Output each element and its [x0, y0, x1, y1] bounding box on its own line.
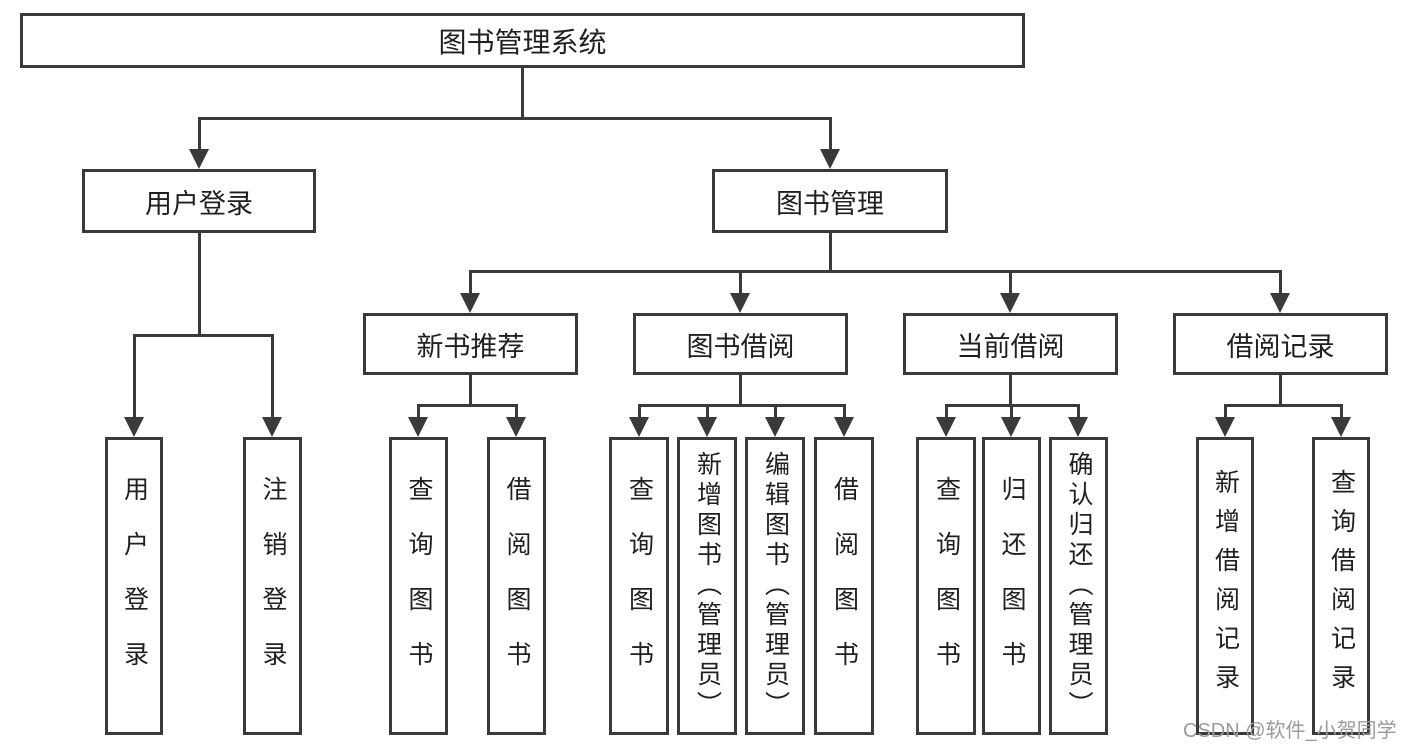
- connector-bookmgmt-trunk: [829, 233, 832, 272]
- connector-stub: [271, 334, 274, 419]
- arrowhead: [460, 293, 480, 313]
- connector-stub: [945, 404, 948, 419]
- node-label: 新书推荐: [416, 331, 525, 362]
- node-label: 图书管理: [776, 188, 884, 219]
- connector-root-trunk: [521, 68, 524, 119]
- leaf-newbook-query-books: 查询图书: [389, 437, 448, 735]
- connector-bookmgmt-crossbar: [469, 270, 1281, 273]
- node-label: 图书管理系统: [438, 26, 607, 58]
- connector-stub: [843, 404, 846, 419]
- leaf-label: 借阅图书: [503, 476, 531, 696]
- leaf-label: 查询图书: [405, 476, 433, 696]
- arrowhead: [834, 417, 854, 437]
- connector-stub: [1279, 270, 1282, 295]
- connector-stub: [1010, 404, 1013, 419]
- leaf-label: 归还图书: [998, 476, 1026, 696]
- leaf-label: 借阅图书: [830, 476, 859, 696]
- node-borrowing-records: 借阅记录: [1173, 313, 1388, 375]
- node-label: 借阅记录: [1226, 331, 1335, 362]
- leaf-records-add-record: 新增借阅记录: [1196, 437, 1254, 735]
- connector-stub: [829, 117, 832, 151]
- connector-stub: [774, 404, 777, 419]
- leaf-user-login: 用户登录: [105, 437, 163, 735]
- leaf-label: 注销登录: [259, 476, 287, 696]
- node-label: 当前借阅: [956, 331, 1065, 362]
- leaf-borrow-edit-books-admin: 编辑图书（管理员）: [745, 437, 805, 735]
- arrowhead: [408, 417, 428, 437]
- arrowhead: [1000, 293, 1020, 313]
- connector-stub: [469, 270, 472, 295]
- arrowhead: [1331, 417, 1351, 437]
- connector-current-trunk: [1009, 375, 1012, 407]
- leaf-borrow-query-books: 查询图书: [609, 437, 669, 735]
- leaf-current-confirm-return-admin: 确认归还（管理员）: [1049, 437, 1108, 735]
- connector-userlogin-trunk: [198, 233, 201, 336]
- node-user-login: 用户登录: [82, 169, 316, 233]
- leaf-current-query-books: 查询图书: [916, 437, 976, 735]
- arrowhead: [730, 293, 750, 313]
- leaf-label: 确认归还（管理员）: [1065, 451, 1093, 721]
- arrowhead: [1215, 417, 1235, 437]
- arrowhead: [189, 149, 209, 169]
- arrowhead: [697, 417, 717, 437]
- leaf-label: 用户登录: [120, 476, 149, 696]
- connector-borrow-trunk: [739, 375, 742, 407]
- connector-stub: [515, 404, 518, 419]
- arrowhead: [1001, 417, 1021, 437]
- csdn-watermark: CSDN @软件_小贺同学: [1183, 720, 1397, 742]
- node-book-management: 图书管理: [712, 169, 948, 233]
- connector-newbook-trunk: [469, 375, 472, 407]
- connector-stub: [638, 404, 641, 419]
- leaf-label: 编辑图书（管理员）: [761, 451, 790, 721]
- arrowhead: [936, 417, 956, 437]
- leaf-label: 新增图书（管理员）: [693, 451, 722, 721]
- arrowhead: [820, 149, 840, 169]
- connector-stub: [1009, 270, 1012, 295]
- arrowhead: [1068, 417, 1088, 437]
- arrowhead: [629, 417, 649, 437]
- connector-borrow-crossbar: [638, 404, 846, 407]
- arrowhead: [1270, 293, 1290, 313]
- connector-stub: [706, 404, 709, 419]
- connector-stub: [1077, 404, 1080, 419]
- arrowhead: [124, 417, 144, 437]
- leaf-newbook-borrow-books: 借阅图书: [487, 437, 546, 735]
- node-current-borrowing: 当前借阅: [903, 313, 1118, 375]
- leaf-logout: 注销登录: [243, 437, 302, 735]
- connector-userlogin-crossbar: [133, 334, 274, 337]
- arrowhead: [765, 417, 785, 437]
- connector-stub: [417, 404, 420, 419]
- node-book-borrowing: 图书借阅: [633, 313, 848, 375]
- leaf-borrow-borrow-books: 借阅图书: [814, 437, 874, 735]
- connector-records-trunk: [1279, 375, 1282, 407]
- node-label: 图书借阅: [686, 331, 795, 362]
- connector-records-crossbar: [1224, 404, 1343, 407]
- leaf-label: 查询图书: [625, 476, 654, 696]
- leaf-label: 查询借阅记录: [1327, 469, 1356, 703]
- connector-stub: [1340, 404, 1343, 419]
- connector-stub: [133, 334, 136, 419]
- connector-stub: [739, 270, 742, 295]
- leaf-label: 查询图书: [932, 476, 961, 696]
- leaf-label: 新增借阅记录: [1211, 469, 1240, 703]
- arrowhead: [262, 417, 282, 437]
- leaf-records-query-record: 查询借阅记录: [1312, 437, 1370, 735]
- leaf-borrow-add-books-admin: 新增图书（管理员）: [677, 437, 737, 735]
- node-library-management-system: 图书管理系统: [20, 13, 1025, 68]
- connector-stub: [198, 117, 201, 151]
- leaf-current-return-books: 归还图书: [982, 437, 1041, 735]
- node-new-book-recommendation: 新书推荐: [363, 313, 578, 375]
- connector-newbook-crossbar: [417, 404, 518, 407]
- node-label: 用户登录: [145, 188, 253, 219]
- connector-stub: [1224, 404, 1227, 419]
- arrowhead: [506, 417, 526, 437]
- connector-root-crossbar: [198, 117, 832, 120]
